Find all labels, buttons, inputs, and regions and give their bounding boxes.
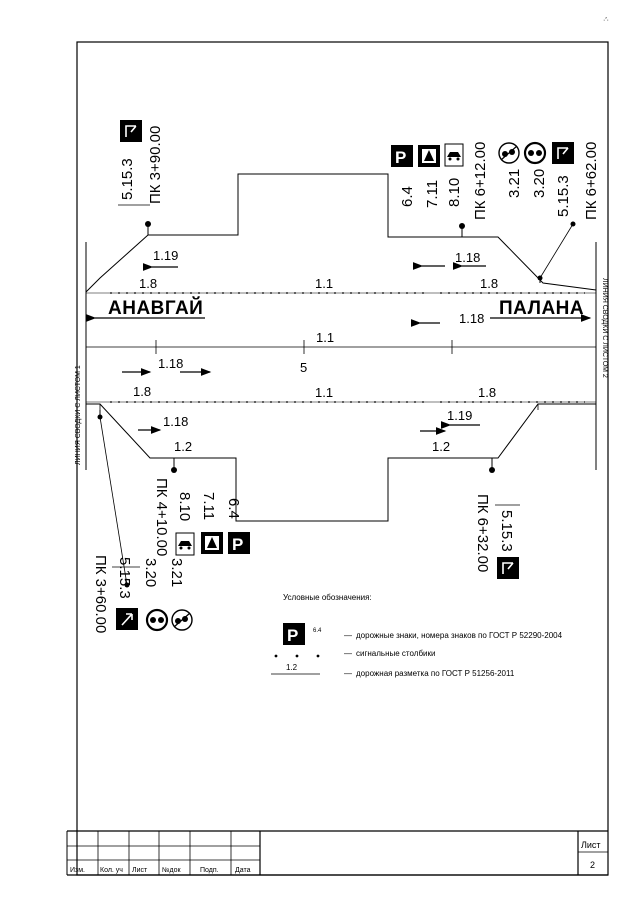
- sign-code: 6.4: [225, 498, 242, 519]
- marking-label: 1.19: [153, 248, 178, 263]
- sign-group-bottom-right: ПК 6+32.00 5.15.3: [474, 458, 520, 579]
- tb-header: Кол. уч: [100, 867, 123, 874]
- legend-sign-text: дорожные знаки, номера знаков по ГОСТ Р …: [356, 631, 563, 640]
- pk-label: ПК 6+32.00: [474, 494, 491, 572]
- corner-mark: ·′·: [603, 17, 609, 24]
- sign-code: 3.21: [168, 558, 185, 587]
- match-line-left-label: ЛИНИЯ СВОДКИ С ЛИСТОМ 1: [75, 365, 82, 465]
- tb-header: №док: [162, 867, 181, 874]
- car-plate-sign-icon: [444, 143, 464, 167]
- pk-label: ПК 6+12.00: [472, 142, 489, 220]
- sign-code: 7.11: [424, 180, 441, 208]
- tb-header: Подп.: [200, 867, 219, 874]
- pk-label: ПК 3+90.00: [147, 126, 164, 204]
- legend-posts-text: сигнальные столбики: [356, 649, 435, 658]
- sign-code: 5.15.3: [119, 158, 136, 200]
- match-line-right-label: ЛИНИЯ СВОДКИ С ЛИСТОМ 2: [601, 278, 608, 378]
- tb-header: Лист: [132, 867, 148, 874]
- sign-group-bottom-left-a: ПК 4+10.00 8.10 7.11 6.4 P: [153, 458, 250, 556]
- svg-text:P: P: [232, 535, 243, 554]
- marking-label: 1.8: [133, 384, 151, 399]
- rest-area-sign-icon: [418, 145, 440, 167]
- sign-code: 8.10: [176, 492, 193, 521]
- sign-code: 5.15.3: [555, 175, 572, 217]
- pk-label: ПК 4+10.00: [153, 478, 170, 556]
- legend-marking-number: 1.2: [286, 663, 298, 672]
- sign-group-bottom-left-c: ПК 3+60.00 5.15.3: [92, 410, 140, 633]
- sign-group-top-left: 5.15.3 ПК 3+90.00: [118, 120, 164, 235]
- sign-code: 8.10: [446, 178, 463, 207]
- pk-label: ПК 6+62.00: [583, 142, 600, 220]
- road-edge-top: [85, 173, 597, 293]
- sign-code: 5.15.3: [116, 557, 133, 599]
- sign-code: 7.11: [200, 492, 217, 520]
- marking-label: 1.2: [174, 439, 192, 454]
- sign-5-15-3-icon: [497, 557, 519, 579]
- marking-label: 1.18: [158, 356, 183, 371]
- sign-group-bottom-left-b: 3.20 3.21: [142, 558, 193, 632]
- marking-label: 1.8: [139, 276, 157, 291]
- legend-sign-number: 6.4: [313, 628, 322, 634]
- marking-label: 1.19: [447, 408, 472, 423]
- road-edge-bottom: [86, 403, 596, 522]
- sheet-number: 2: [590, 860, 595, 870]
- marking-labels: 1.19 1.18 1.8 1.1 1.8 1.18 1.1 1.18 5 1.…: [133, 248, 498, 454]
- sign-5-15-3-icon: [116, 608, 138, 630]
- end-of-no-overtaking-sign-icon: [171, 609, 193, 631]
- title-block-labels: Изм. Кол. уч Лист №док Подп. Дата Лист 2: [70, 840, 601, 874]
- sign-code: 5.15.3: [498, 510, 515, 552]
- legend-dash: —: [344, 669, 352, 678]
- svg-text:P: P: [287, 626, 298, 645]
- pk-label: ПК 3+60.00: [92, 555, 109, 633]
- title-block: [66, 830, 608, 876]
- marking-label: 1.1: [315, 385, 333, 400]
- rest-area-sign-icon: [201, 532, 223, 554]
- sign-group-top-right-b: 3.21 3.20 5.15.3 ПК 6+62.00: [498, 141, 600, 283]
- sign-code: 3.20: [531, 169, 548, 198]
- car-plate-sign-icon: [175, 532, 195, 556]
- marking-label: 1.18: [163, 414, 188, 429]
- legend-parking-sign-icon: P: [283, 623, 305, 645]
- sign-code: 6.4: [399, 186, 416, 207]
- sign-group-top-right-a: P 6.4 7.11 8.10 ПК 6+12.00: [391, 142, 489, 237]
- tb-header: Дата: [235, 867, 251, 874]
- sign-code: 3.20: [142, 558, 159, 587]
- sign-5-15-3-icon: [120, 120, 142, 142]
- legend-posts-icon: [274, 654, 320, 658]
- no-overtaking-sign-icon: [145, 608, 169, 632]
- dotted-lines: [110, 292, 585, 403]
- marking-label: 1.18: [455, 250, 480, 265]
- town-label-right: ПАЛАНА: [499, 298, 584, 319]
- end-of-no-overtaking-sign-icon: [498, 142, 520, 164]
- marking-label: 1.8: [478, 385, 496, 400]
- marking-label: 1.1: [315, 276, 333, 291]
- marking-label: 1.1: [316, 330, 334, 345]
- direction-arrows: [85, 262, 592, 435]
- sign-5-15-3-icon: [552, 142, 574, 164]
- legend-title: Условные обозначения:: [283, 593, 372, 602]
- marking-label: 1.8: [480, 276, 498, 291]
- marking-label: 1.2: [432, 439, 450, 454]
- sign-code: 3.21: [506, 169, 523, 198]
- marking-label: 5: [300, 360, 307, 375]
- tb-header: Изм.: [70, 867, 85, 874]
- legend-dash: —: [344, 631, 352, 640]
- svg-text:P: P: [395, 148, 406, 167]
- marking-label: 1.18: [459, 311, 484, 326]
- sheet-label: Лист: [581, 840, 601, 850]
- road-geometry: [85, 173, 597, 522]
- parking-sign-icon: P: [391, 145, 413, 167]
- parking-sign-icon: P: [228, 532, 250, 554]
- legend-dash: —: [344, 649, 352, 658]
- legend-marking-text: дорожная разметка по ГОСТ Р 51256-2011: [356, 669, 515, 678]
- town-label-left: АНАВГАЙ: [108, 297, 203, 319]
- legend: Условные обозначения: P 6.4 — дорожные з…: [271, 593, 563, 678]
- no-overtaking-sign-icon: [523, 141, 547, 165]
